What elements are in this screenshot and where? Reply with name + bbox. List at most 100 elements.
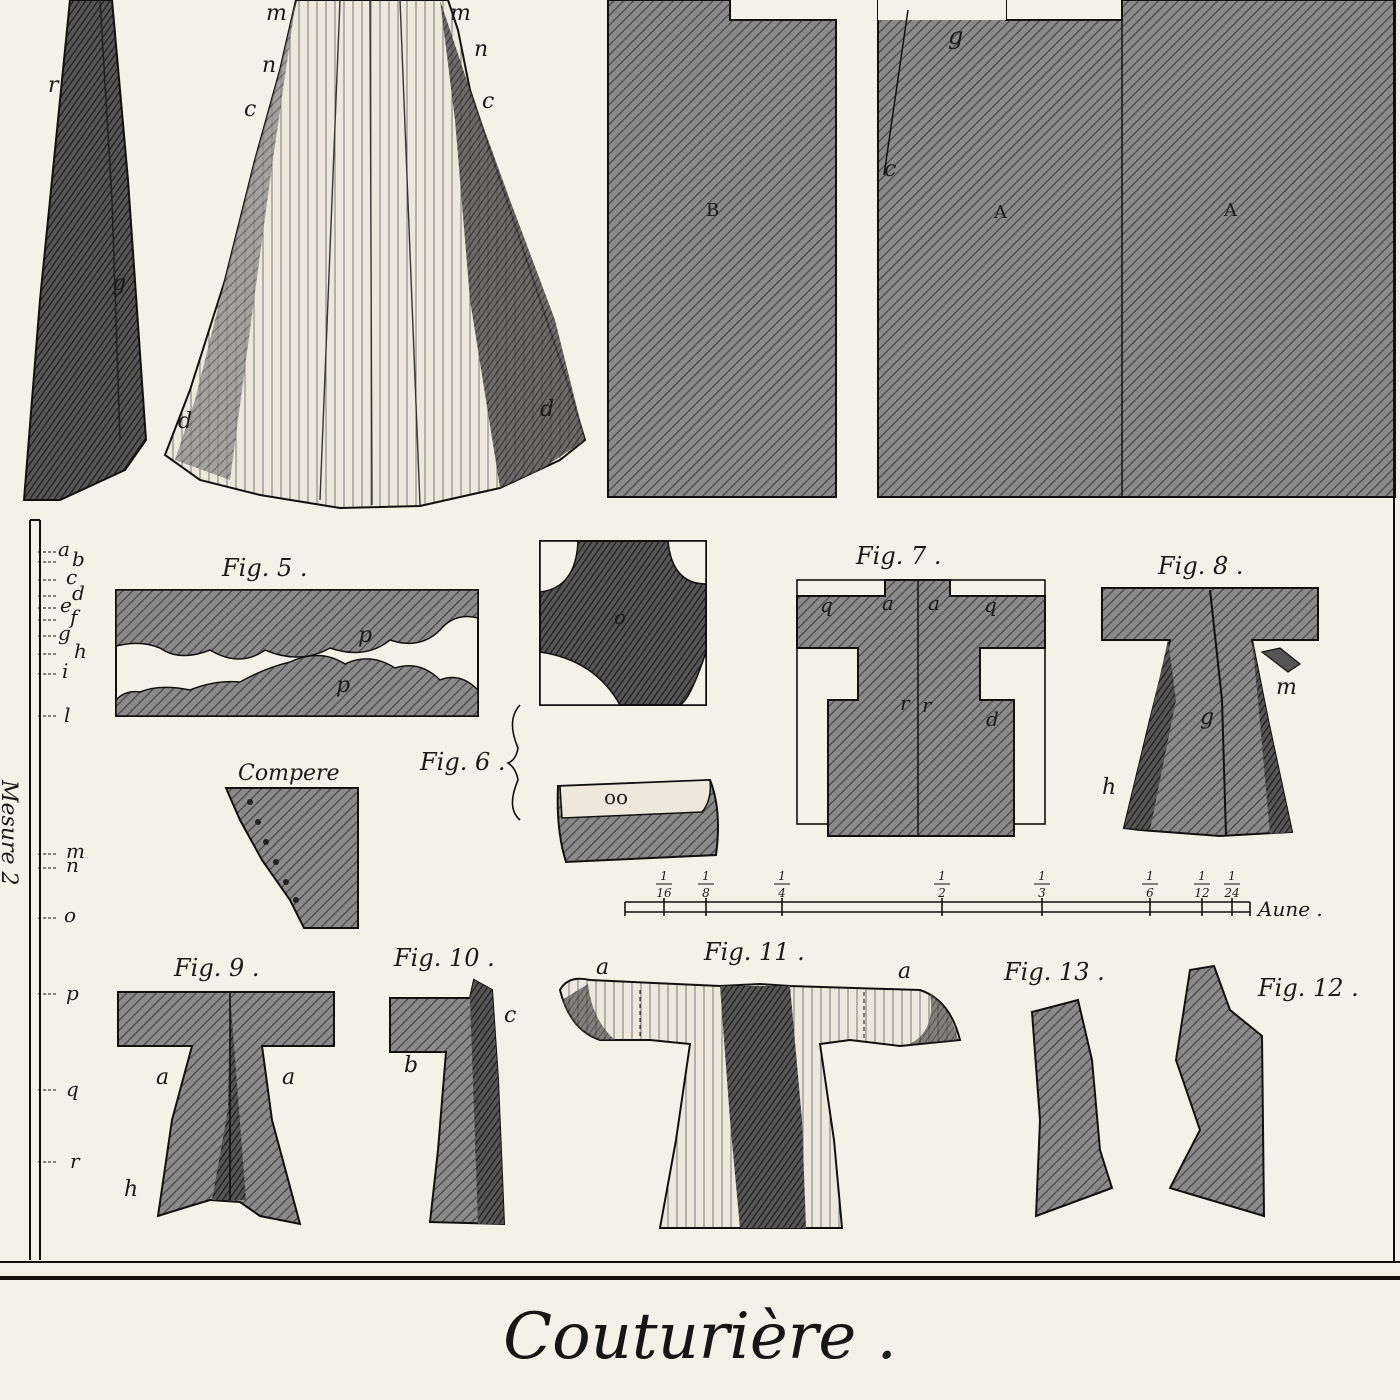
fig5-title: Fig. 5 .	[221, 554, 307, 582]
mesure-ruler	[29, 519, 58, 1260]
fig11-label: a	[898, 959, 911, 984]
gown-label: m	[266, 1, 287, 26]
gown-label: d	[178, 409, 192, 434]
fig11-label: a	[596, 955, 609, 980]
mesure-mark: e	[60, 593, 72, 617]
fig7-label: q	[984, 593, 997, 617]
mesure-mark: g	[58, 621, 71, 645]
fig7-label: a	[928, 591, 940, 615]
panel-label: A	[993, 202, 1008, 223]
fig8-label: g	[1200, 705, 1214, 730]
aune-denominator: 4	[777, 886, 786, 900]
fig9-title: Fig. 9 .	[173, 954, 259, 982]
aune-numerator: 1	[660, 869, 668, 883]
gown-label: m	[450, 1, 471, 26]
mesure-mark: r	[70, 1149, 81, 1173]
aune-denominator: 2	[937, 886, 946, 900]
fig6-pieces	[506, 540, 719, 864]
gown-label: r	[48, 73, 60, 98]
fig10-title: Fig. 10 .	[393, 944, 495, 972]
fig12-bodice-piece	[1168, 964, 1266, 1218]
gown-label: n	[474, 37, 488, 62]
gown-label: c	[482, 89, 494, 114]
mesure-mark: m	[66, 839, 85, 863]
aune-mark: 124	[1223, 869, 1240, 916]
gown-label: n	[262, 53, 276, 78]
aune-denominator: 3	[1038, 886, 1046, 900]
fig7-label: a	[882, 591, 894, 615]
panel-labels: g c B A A	[706, 22, 1238, 223]
fig6-label: o	[614, 605, 626, 629]
fig9-label: h	[124, 1177, 138, 1202]
aune-numerator: 1	[778, 869, 786, 883]
fig13-title: Fig. 13 .	[1003, 958, 1105, 986]
aune-label: Aune .	[1256, 897, 1323, 921]
fig11-robe	[558, 977, 962, 1229]
aune-denominator: 24	[1223, 886, 1239, 900]
gown-labels: m m n n c c d d r g	[48, 1, 554, 434]
mesure-mark: o	[64, 903, 76, 927]
aune-numerator: 1	[1146, 869, 1154, 883]
aune-mark: 112	[1194, 869, 1210, 916]
fig6-title: Fig. 6 .	[419, 748, 505, 776]
panel-label: c	[884, 157, 896, 182]
fig9-label: a	[156, 1065, 169, 1090]
compere-piece	[224, 787, 359, 929]
compere-title: Compere	[238, 761, 340, 786]
fig10-label: b	[404, 1053, 418, 1078]
mesure-labels: Mesure 2 a b c d e f g h i l m n o p q r	[0, 537, 87, 1173]
fig10-half-jacket	[389, 978, 506, 1226]
mesure-mark: i	[62, 659, 68, 683]
fig7-label: d	[986, 707, 999, 731]
gown-figure	[163, 0, 587, 510]
aune-mark: 116	[656, 869, 672, 916]
panel-label: B	[706, 200, 719, 221]
fig5-label: p	[336, 673, 350, 698]
gown-label: c	[244, 97, 256, 122]
aune-numerator: 1	[1198, 869, 1206, 883]
mesure-mark: a	[58, 537, 70, 561]
pattern-panel-b	[607, 0, 837, 498]
aune-denominator: 6	[1146, 886, 1154, 900]
pattern-panel-a	[877, 0, 1396, 498]
fig5-scalloped-bands	[115, 589, 479, 717]
aune-numerator: 1	[702, 869, 710, 883]
panel-label: g	[948, 22, 963, 50]
aune-denominator: 12	[1194, 886, 1209, 900]
fig5-label: p	[358, 623, 372, 648]
mesure-mark: d	[72, 581, 85, 605]
fig11-title: Fig. 11 .	[703, 938, 805, 966]
aune-numerator: 1	[938, 869, 946, 883]
skirt-fragment-left	[22, 0, 148, 501]
mesure-mark: l	[64, 703, 70, 727]
fig12-title: Fig. 12 .	[1257, 974, 1359, 1002]
mesure-title: Mesure 2	[0, 779, 21, 886]
mesure-mark: q	[66, 1077, 79, 1101]
mesure-mark: b	[72, 547, 85, 571]
fig7-title: Fig. 7 .	[855, 542, 941, 570]
gown-label: d	[540, 397, 554, 422]
fig7-bodice-pattern	[796, 579, 1046, 837]
fig7-label: r	[900, 691, 911, 715]
fig9-label: a	[282, 1065, 295, 1090]
aune-denominator: 16	[656, 886, 672, 900]
aune-mark: 13	[1034, 869, 1050, 916]
plate-frame	[0, 0, 1400, 1280]
plate-title: Couturière .	[503, 1300, 897, 1374]
fig8-title: Fig. 8 .	[1157, 552, 1243, 580]
fig8-jacket	[1101, 587, 1319, 838]
aune-numerator: 1	[1038, 869, 1046, 883]
aune-denominator: 8	[702, 886, 710, 900]
fig6-label: oo	[604, 785, 628, 809]
fig13-bodice-piece	[1030, 998, 1114, 1218]
mesure-mark: c	[66, 565, 77, 589]
fig9-jacket	[117, 991, 335, 1226]
panel-label: A	[1223, 200, 1238, 221]
gown-label: g	[112, 271, 126, 296]
fig8-label: m	[1276, 675, 1297, 700]
fig7-label: q	[820, 593, 833, 617]
fig8-label: h	[1102, 775, 1116, 800]
fig7-label: r	[922, 693, 933, 717]
